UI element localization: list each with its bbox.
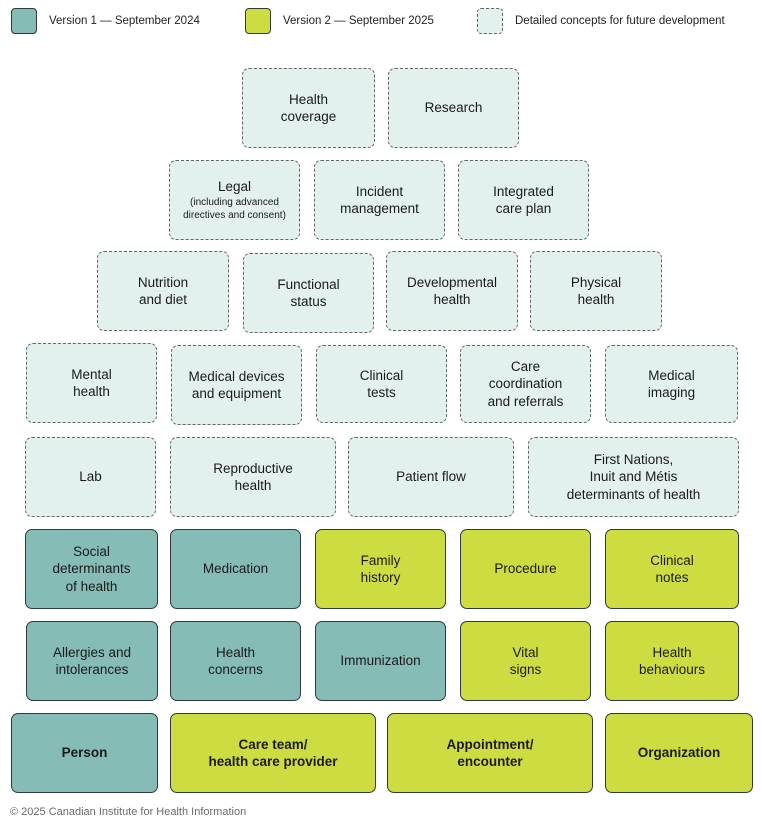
concept-label: Patient flow: [396, 469, 466, 485]
concept-box-care-team-health-care-provider: Care team/ health care provider: [170, 713, 376, 793]
concept-label: Physical health: [570, 274, 622, 308]
concept-box-care-coordination-and-referrals: Care coordination and referrals: [460, 345, 591, 423]
legend-label: Version 2 — September 2025: [283, 15, 434, 27]
concept-box-clinical-notes: Clinical notes: [605, 529, 739, 609]
concept-label: Organization: [637, 745, 721, 761]
concept-box-procedure: Procedure: [460, 529, 591, 609]
concept-box-social-determinants-of-health: Social determinants of health: [25, 529, 158, 609]
concept-box-appointment-encounter: Appointment/ encounter: [387, 713, 593, 793]
concept-box-health-behaviours: Health behaviours: [605, 621, 739, 701]
concept-box-physical-health: Physical health: [530, 251, 662, 331]
concept-box-functional-status: Functional status: [243, 253, 374, 333]
concept-label: Medical devices and equipment: [188, 368, 285, 402]
concept-box-incident-management: Incident management: [314, 160, 445, 240]
concept-box-mental-health: Mental health: [26, 343, 157, 423]
concept-box-health-coverage: Health coverage: [242, 68, 375, 148]
concept-label: Integrated care plan: [493, 183, 554, 217]
concept-label: Care team/ health care provider: [208, 736, 338, 770]
concept-label: Medication: [202, 561, 269, 577]
concept-label: Research: [424, 100, 483, 116]
legend-item-future: Detailed concepts for future development: [477, 8, 725, 34]
concept-label: Allergies and intolerances: [52, 644, 132, 678]
concept-label: Care coordination and referrals: [487, 358, 564, 409]
concept-box-patient-flow: Patient flow: [348, 437, 514, 517]
concept-box-allergies-and-intolerances: Allergies and intolerances: [26, 621, 158, 701]
concept-box-research: Research: [388, 68, 519, 148]
legend-item-version-1: Version 1 — September 2024: [11, 8, 200, 34]
concept-box-clinical-tests: Clinical tests: [316, 345, 447, 423]
concept-box-medication: Medication: [170, 529, 301, 609]
concept-label: Health concerns: [208, 644, 263, 678]
concept-label: Lab: [79, 469, 102, 485]
concept-label: Clinical tests: [359, 367, 404, 401]
concept-box-vital-signs: Vital signs: [460, 621, 591, 701]
concept-label: Reproductive health: [213, 460, 293, 494]
concept-box-immunization: Immunization: [315, 621, 446, 701]
concept-label: Appointment/ encounter: [446, 736, 534, 770]
concept-sublabel: (including advanced directives and conse…: [183, 196, 286, 221]
concept-label: Social determinants of health: [52, 543, 131, 594]
concept-label: Immunization: [340, 653, 421, 669]
concept-box-family-history: Family history: [315, 529, 446, 609]
concept-label: Mental health: [71, 366, 112, 400]
legend-label: Detailed concepts for future development: [515, 15, 725, 27]
concept-box-integrated-care-plan: Integrated care plan: [458, 160, 589, 240]
legend-swatch-version-1: [11, 8, 37, 34]
concept-box-legal: Legal(including advanced directives and …: [169, 160, 300, 240]
concept-label: Medical imaging: [647, 367, 696, 401]
concept-label: First Nations, Inuit and Métis determina…: [566, 451, 701, 502]
legend-item-version-2: Version 2 — September 2025: [245, 8, 434, 34]
concept-box-reproductive-health: Reproductive health: [170, 437, 336, 517]
copyright-footer: © 2025 Canadian Institute for Health Inf…: [10, 806, 247, 818]
concept-label: Clinical notes: [650, 552, 694, 586]
concept-box-organization: Organization: [605, 713, 753, 793]
concept-label: Person: [61, 745, 108, 761]
concept-label: Legal: [217, 179, 252, 195]
concept-label: Developmental health: [406, 274, 498, 308]
concept-label: Nutrition and diet: [137, 274, 189, 308]
concept-box-medical-devices-and-equipment: Medical devices and equipment: [171, 345, 302, 425]
concept-label: Health behaviours: [638, 644, 706, 678]
concept-label: Vital signs: [509, 644, 542, 678]
concept-box-person: Person: [11, 713, 158, 793]
concept-box-nutrition-and-diet: Nutrition and diet: [97, 251, 229, 331]
concept-box-lab: Lab: [25, 437, 156, 517]
concept-label: Functional status: [277, 276, 340, 310]
concept-box-developmental-health: Developmental health: [386, 251, 518, 331]
concept-box-first-nations-inuit-and-m-tis-determinants-of-health: First Nations, Inuit and Métis determina…: [528, 437, 739, 517]
concept-label: Health coverage: [280, 91, 337, 125]
concept-label: Incident management: [340, 183, 419, 217]
concept-box-health-concerns: Health concerns: [170, 621, 301, 701]
concept-label: Family history: [360, 552, 401, 586]
concept-label: Procedure: [494, 561, 557, 577]
concept-box-medical-imaging: Medical imaging: [605, 345, 738, 423]
legend-swatch-future: [477, 8, 503, 34]
legend-label: Version 1 — September 2024: [49, 15, 200, 27]
legend-swatch-version-2: [245, 8, 271, 34]
